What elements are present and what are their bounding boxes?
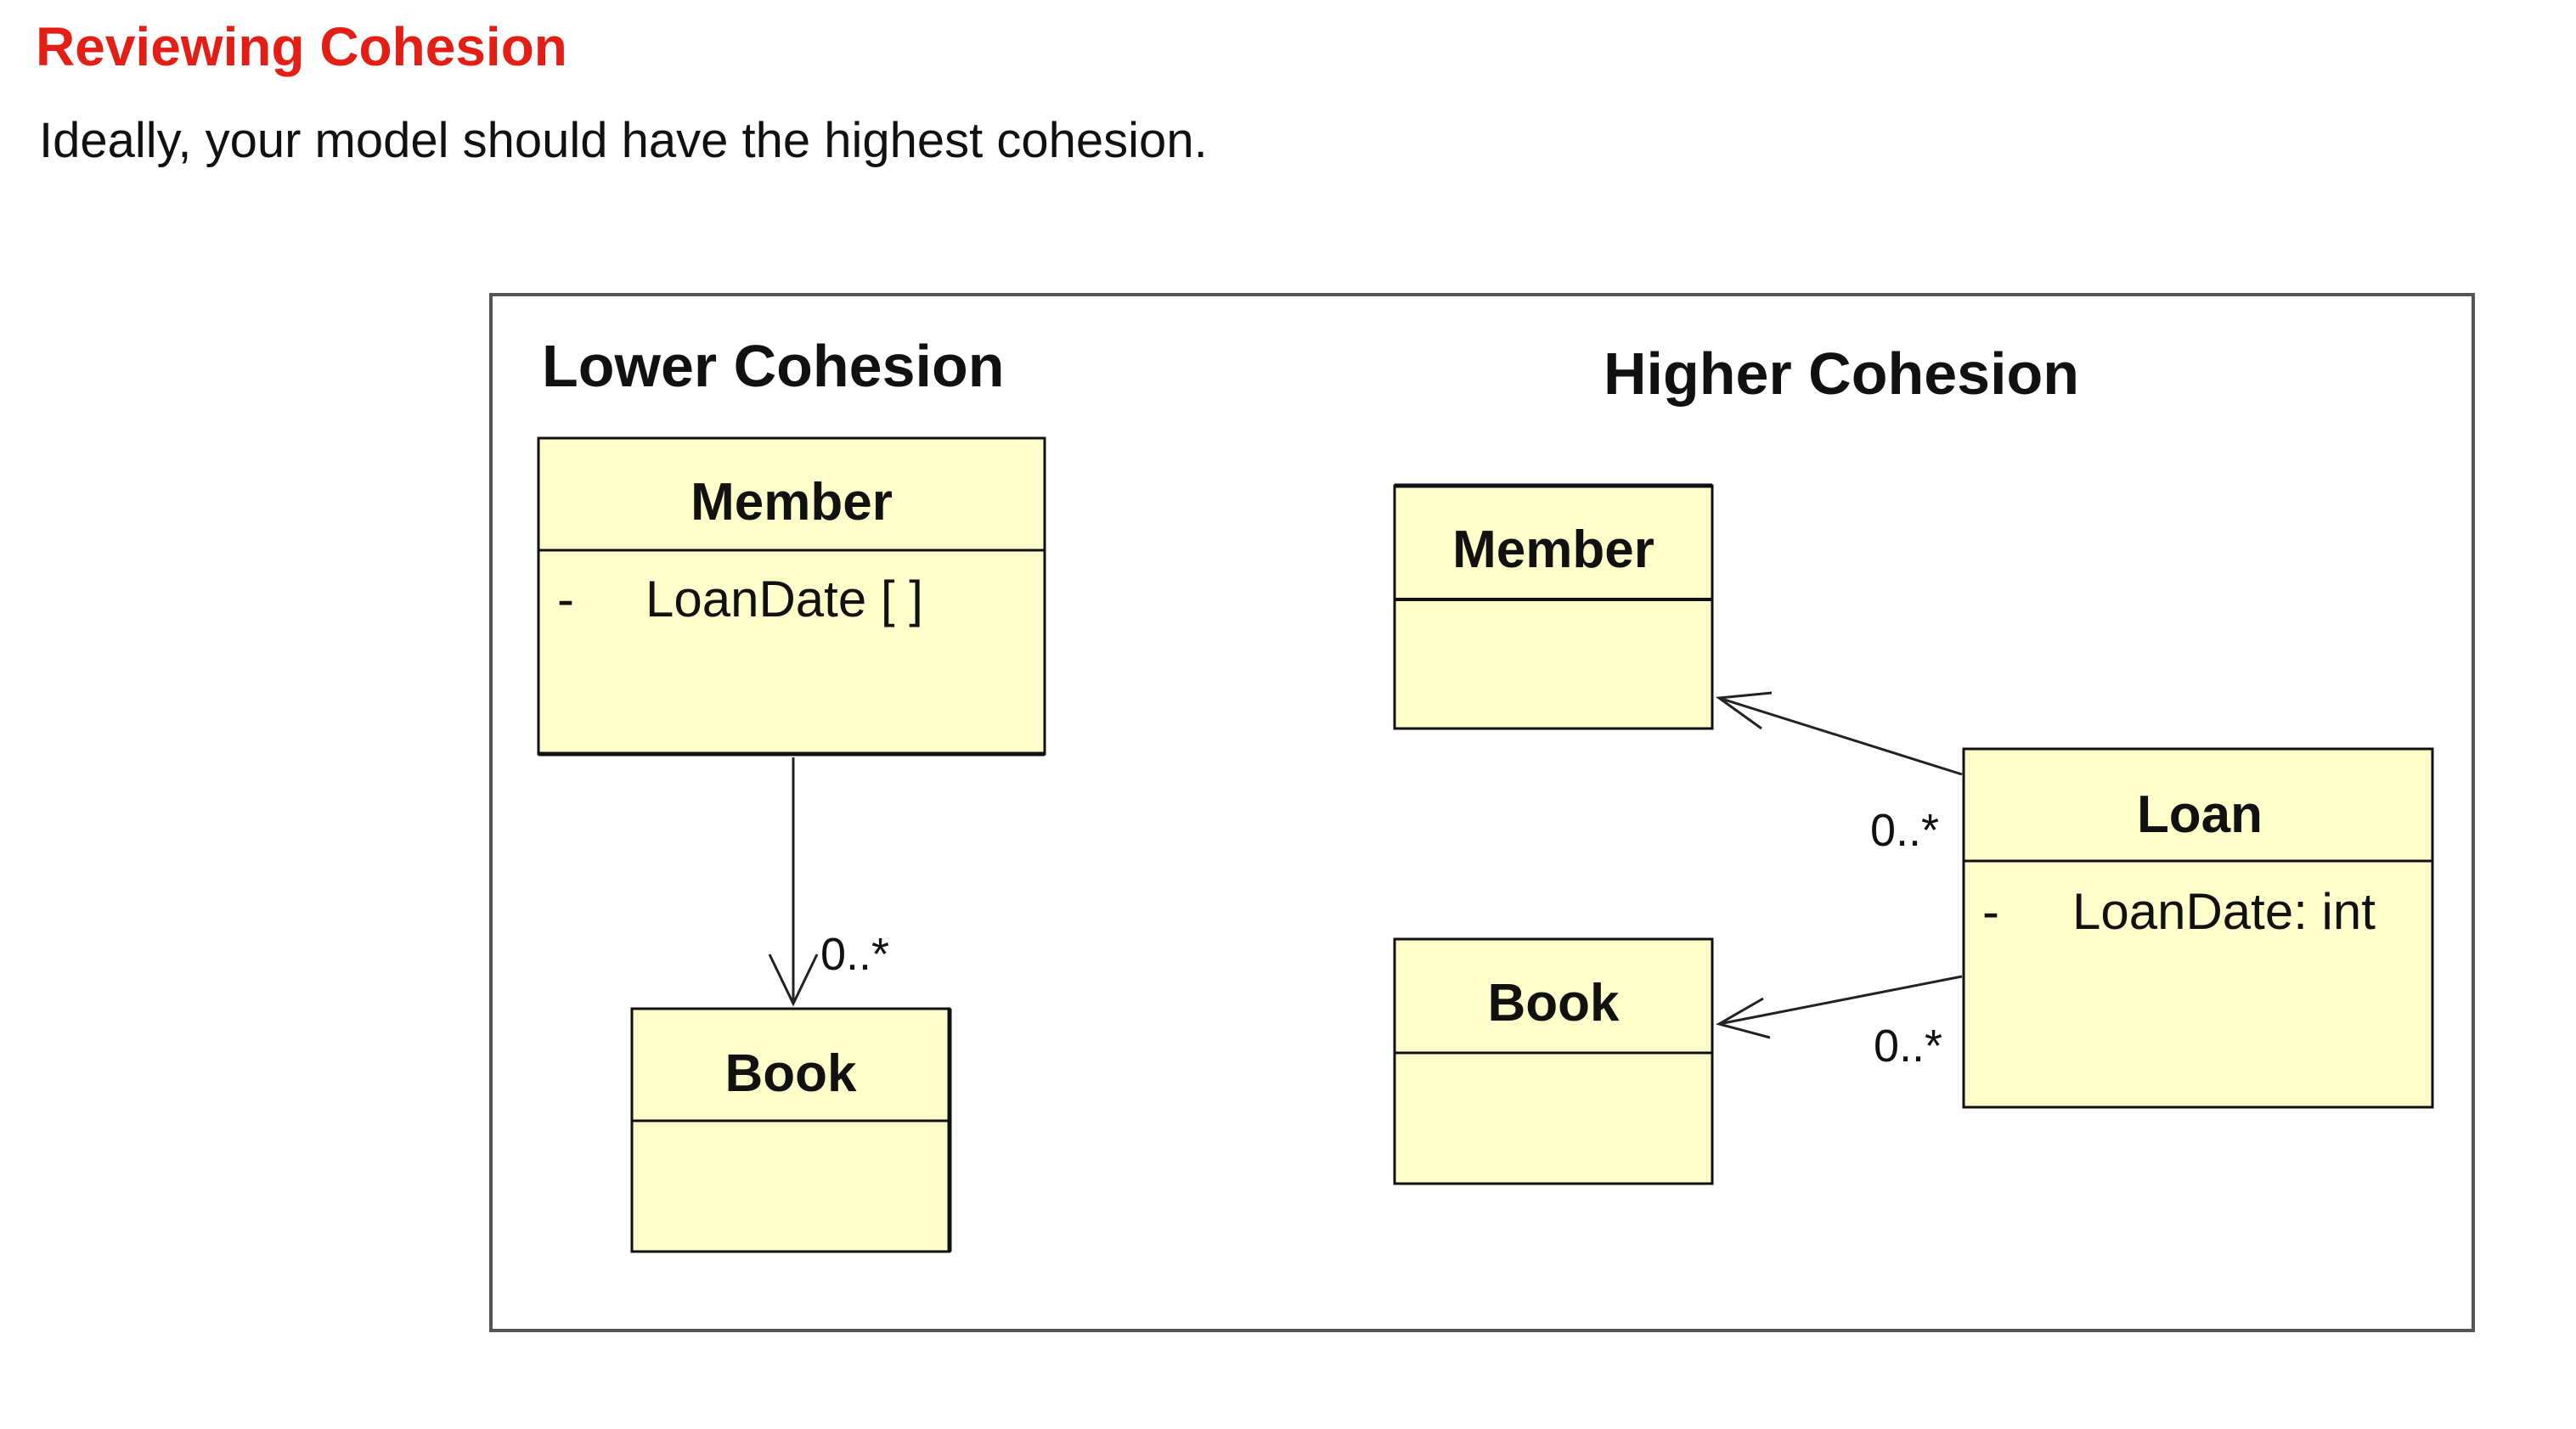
loan-member-multiplicity: 0..* xyxy=(1870,805,1939,856)
lower-association xyxy=(768,757,819,1007)
higher-member-class: Member xyxy=(1393,483,1714,730)
higher-loan-class: Loan - LoanDate: int xyxy=(1962,747,2434,1109)
lower-book-name: Book xyxy=(725,1044,858,1103)
loan-name: Loan xyxy=(2137,785,2263,844)
page-title: Reviewing Cohesion xyxy=(36,16,567,77)
loan-attr: LoanDate: int xyxy=(2072,883,2376,940)
lower-member-attr-visibility: - xyxy=(557,571,574,627)
higher-book-class: Book xyxy=(1393,937,1714,1185)
higher-book-name: Book xyxy=(1488,974,1621,1032)
loan-book-association xyxy=(1716,975,1963,1039)
lower-multiplicity: 0..* xyxy=(820,929,889,980)
lower-book-class: Book xyxy=(630,1007,952,1253)
lower-member-attr: LoanDate [ ] xyxy=(645,571,923,627)
lower-cohesion-title: Lower Cohesion xyxy=(542,333,1004,399)
higher-cohesion-title: Higher Cohesion xyxy=(1604,340,2079,407)
lower-member-name: Member xyxy=(691,473,893,532)
lower-member-class: Member - LoanDate [ ] xyxy=(537,436,1046,757)
loan-book-multiplicity: 0..* xyxy=(1874,1021,1942,1072)
loan-member-association xyxy=(1715,691,1963,776)
loan-attr-visibility: - xyxy=(1982,883,1999,940)
higher-member-name: Member xyxy=(1452,520,1654,579)
page-subtitle: Ideally, your model should have the high… xyxy=(39,113,1208,168)
